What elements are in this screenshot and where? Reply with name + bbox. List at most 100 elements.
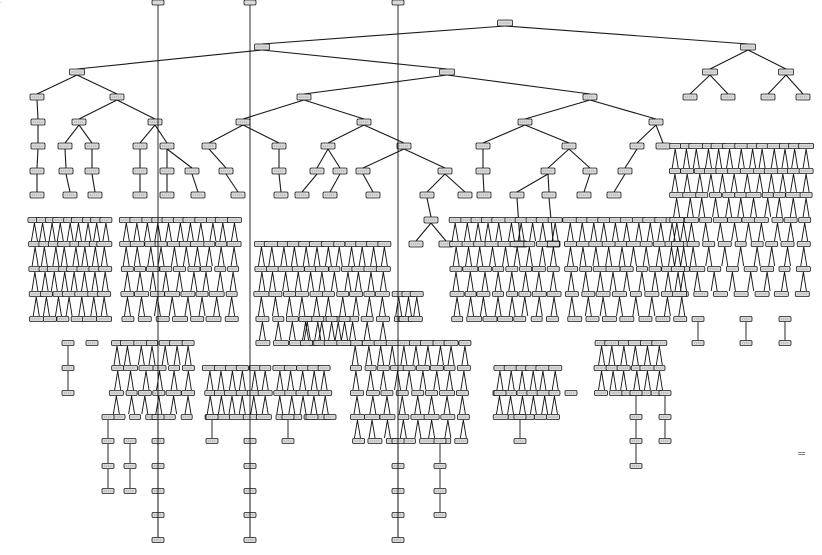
tree-edge xyxy=(708,148,712,169)
tree-edge xyxy=(498,222,503,242)
tree-edge xyxy=(200,222,205,242)
tree-edge xyxy=(452,246,457,267)
tree-edge xyxy=(733,173,738,193)
tree-edge xyxy=(193,271,198,292)
tree-edge xyxy=(667,271,672,292)
tree-edge xyxy=(789,197,794,218)
tree-node xyxy=(547,217,563,223)
tree-edge xyxy=(251,370,256,391)
tree-node xyxy=(799,192,813,198)
tree-edge xyxy=(571,296,576,317)
tree-edge xyxy=(303,74,448,95)
tree-edge xyxy=(479,296,484,317)
tree-edge xyxy=(299,370,304,391)
tree-node xyxy=(449,266,463,272)
tree-node xyxy=(476,191,492,199)
tree-edge xyxy=(674,271,679,292)
tree-edge xyxy=(225,173,239,193)
tree-node xyxy=(180,291,196,297)
tree-edge xyxy=(626,222,631,242)
tree-edge xyxy=(636,124,657,144)
tree-edge xyxy=(368,419,373,439)
tree-edge xyxy=(446,395,451,415)
tree-edge xyxy=(36,99,39,120)
tree-edge xyxy=(750,197,754,218)
tree-edge xyxy=(56,222,61,242)
tree-node xyxy=(794,291,810,297)
tree-edge xyxy=(551,370,556,391)
tree-node xyxy=(546,316,559,322)
tree-node xyxy=(715,168,730,174)
tree-node xyxy=(323,414,337,420)
tree-edge xyxy=(94,246,99,267)
tree-edge xyxy=(324,395,329,415)
tree-edge xyxy=(55,246,60,267)
tree-node xyxy=(717,241,732,247)
tree-node xyxy=(30,142,46,150)
tree-edge xyxy=(216,296,221,317)
tree-node xyxy=(151,0,165,6)
tree-node xyxy=(190,241,205,247)
tree-edge xyxy=(721,173,726,193)
tree-edge xyxy=(474,222,479,242)
tree-node xyxy=(402,365,416,371)
tree-edge xyxy=(623,271,628,292)
tree-edge xyxy=(553,395,558,415)
tree-edge xyxy=(65,296,70,317)
tree-edge xyxy=(116,99,156,120)
tree-node xyxy=(70,316,84,322)
tree-node xyxy=(669,192,685,198)
tree-edge xyxy=(645,246,650,267)
tree-edge xyxy=(373,246,378,267)
tree-edge xyxy=(708,246,713,267)
tree-edge xyxy=(539,370,544,391)
tree-edge xyxy=(579,246,584,267)
tree-node xyxy=(120,291,135,297)
tree-node xyxy=(756,143,769,149)
tree-edge xyxy=(278,173,282,193)
tree-edge xyxy=(520,222,525,242)
tree-edge xyxy=(123,345,128,366)
tree-node xyxy=(254,43,270,51)
tree-edge xyxy=(541,395,546,415)
tree-node xyxy=(648,118,664,126)
tree-node xyxy=(741,217,756,223)
tree-node xyxy=(475,142,491,150)
tree-edge xyxy=(415,222,432,242)
tree-edge xyxy=(616,296,620,317)
tree-edge xyxy=(608,345,613,366)
tree-edge xyxy=(354,345,359,366)
tree-edge xyxy=(197,222,202,242)
tree-edge xyxy=(310,370,315,391)
tree-edge xyxy=(460,370,465,391)
tree-edge xyxy=(139,271,144,292)
tree-edge xyxy=(290,246,295,267)
tree-edge xyxy=(363,321,368,341)
tree-edge xyxy=(544,395,549,415)
tree-edge xyxy=(578,222,583,242)
tree-edge xyxy=(51,222,56,242)
tree-node xyxy=(798,217,812,223)
tree-edge xyxy=(31,246,36,267)
tree-edge xyxy=(233,246,238,267)
tree-edge xyxy=(305,321,309,341)
tree-edge xyxy=(630,246,634,267)
tree-edge xyxy=(354,419,358,439)
tree-node xyxy=(785,192,802,198)
tree-edge xyxy=(114,370,119,391)
tree-edge xyxy=(384,419,388,439)
tree-edge xyxy=(228,296,233,317)
tree-edge xyxy=(30,222,35,242)
tree-edge xyxy=(401,395,406,415)
tree-edge xyxy=(677,271,682,292)
tree-node xyxy=(478,266,492,272)
tree-edge xyxy=(298,296,303,317)
tree-node xyxy=(333,241,346,247)
tree-edge xyxy=(802,173,807,193)
tree-edge xyxy=(524,124,570,144)
tree-edge xyxy=(510,222,515,242)
tree-edge xyxy=(171,296,176,317)
tree-edge xyxy=(166,148,193,169)
tree-edge xyxy=(190,271,195,292)
tree-edge xyxy=(347,271,352,292)
